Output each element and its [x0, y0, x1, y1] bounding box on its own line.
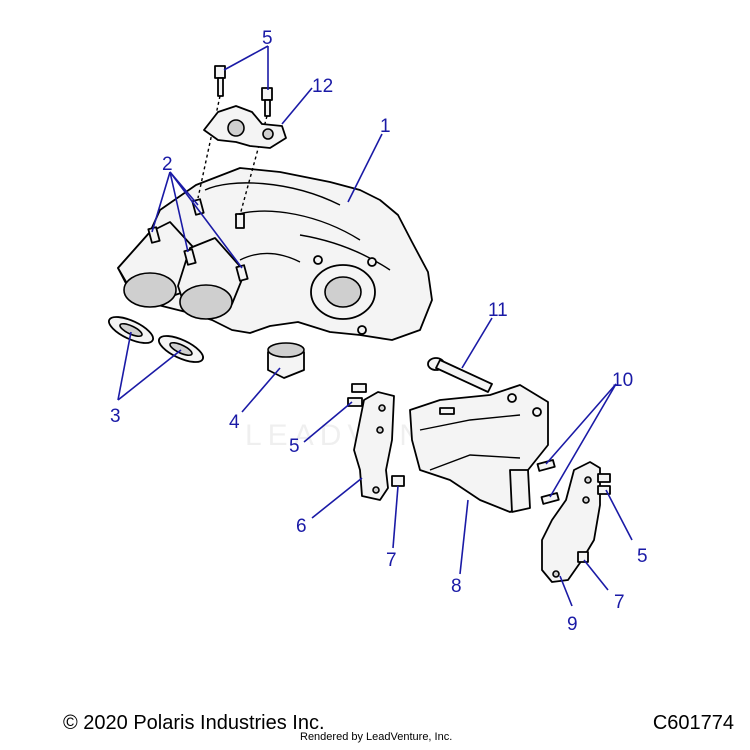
- intake-manifold-part[interactable]: [117, 167, 433, 341]
- bracket-gasket-part[interactable]: [203, 105, 287, 149]
- callout-7-right: 7: [614, 592, 625, 613]
- callout-12: 12: [312, 76, 333, 97]
- mount-frame-part[interactable]: [409, 384, 549, 513]
- callout-labels: 5 12 1 2 3 4 11 10 5 6 7 8 5 7 9: [110, 28, 648, 635]
- callout-2: 2: [162, 154, 173, 175]
- callout-11: 11: [488, 300, 508, 321]
- right-small-bolts-part[interactable]: [597, 473, 611, 495]
- left-bracket-part[interactable]: [353, 391, 395, 501]
- callout-5-left: 5: [289, 436, 300, 457]
- callout-3: 3: [110, 406, 121, 427]
- right-bracket-part[interactable]: [541, 461, 601, 583]
- callout-6: 6: [296, 516, 307, 537]
- rendered-by-text: Rendered by LeadVenture, Inc.: [300, 731, 453, 743]
- left-small-bolts-part[interactable]: [347, 383, 367, 407]
- callout-10: 10: [612, 370, 633, 391]
- frame-bolts-part[interactable]: [536, 459, 560, 505]
- right-bolt-part[interactable]: [577, 551, 589, 563]
- figure-id-text: C601774: [652, 712, 734, 734]
- callout-1: 1: [380, 116, 391, 137]
- callout-4: 4: [229, 412, 240, 433]
- copyright-text: © 2020 Polaris Industries Inc.: [63, 712, 325, 734]
- callout-5-right: 5: [637, 546, 648, 567]
- long-bolt-part[interactable]: [427, 357, 493, 393]
- top-bolts-part[interactable]: [197, 65, 273, 216]
- washers-part[interactable]: [105, 312, 206, 368]
- callout-9: 9: [567, 614, 578, 635]
- leader-lines: [117, 45, 633, 607]
- left-bolt-part[interactable]: [391, 475, 405, 487]
- callout-5-top: 5: [262, 28, 273, 49]
- plug-part[interactable]: [267, 342, 305, 379]
- callout-8: 8: [451, 576, 462, 597]
- callout-7-left: 7: [386, 550, 397, 571]
